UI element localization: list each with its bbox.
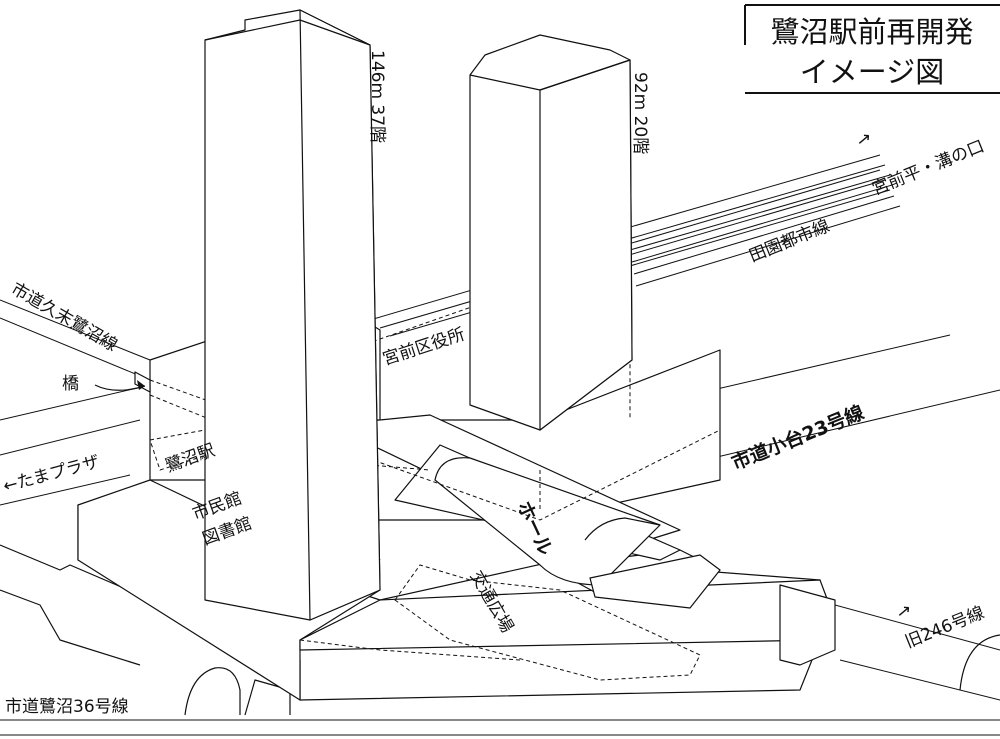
tower-east-height-label: 146m 37階	[367, 50, 387, 143]
title-line2: イメージ図	[800, 55, 944, 89]
tower-92m	[469, 34, 633, 431]
miyamaedaira-arrow: →	[852, 127, 876, 151]
miyamaedaira-label: 宮前平・溝の口	[869, 137, 987, 200]
old-246-label: 旧246号線	[902, 603, 987, 653]
tower-146m	[204, 9, 381, 621]
tower-west-height-label: 92m 20階	[630, 72, 650, 154]
title-line1: 鷺沼駅前再開発	[770, 15, 973, 49]
road-kodai-23-label: 市道小台23号線	[728, 401, 867, 475]
title-box: 鷺沼駅前再開発 イメージ図	[744, 4, 1000, 94]
miyamae-ward-office-label: 宮前区役所	[380, 324, 467, 369]
bridge-label: 橋	[62, 374, 79, 394]
tama-plaza-label: ←たまプラザ	[1, 452, 102, 497]
railway-tracks	[369, 154, 901, 337]
bridge-marker	[94, 371, 151, 393]
hall-building	[434, 457, 721, 609]
road-saginuma-36-label: 市道鷺沼36号線	[5, 697, 129, 717]
old-246-arrow: →	[892, 599, 916, 623]
